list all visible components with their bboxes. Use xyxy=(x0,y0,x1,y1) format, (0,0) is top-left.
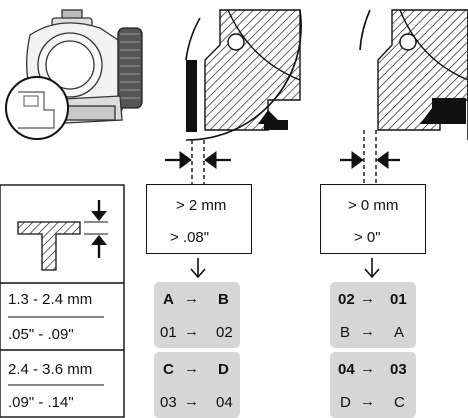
group-right-1-from: 02 xyxy=(338,291,355,308)
spec-right-inch: > 0" xyxy=(354,229,381,246)
group-left-2-bottom-from: 03 xyxy=(160,394,177,411)
group-right-2-to: 03 xyxy=(390,361,407,378)
detail-view-right-icon xyxy=(359,9,468,140)
gap-arrows-icon xyxy=(165,140,231,185)
spec-left-mm: > 2 mm xyxy=(176,197,227,214)
group-right-1-to: 01 xyxy=(390,291,407,308)
group-right-1-arrow: → xyxy=(360,290,375,307)
group-left-1-bottom-to: 02 xyxy=(216,324,233,341)
group-left-2-from: C xyxy=(163,361,174,378)
hatched-profile-icon xyxy=(17,200,108,271)
group-left-1-from: A xyxy=(163,291,174,308)
group-right-1-bottom-arrow: → xyxy=(360,323,375,340)
group-right-1-bottom-from: B xyxy=(340,324,351,341)
spec-right-mm: > 0 mm xyxy=(348,197,399,214)
group-right-2-bottom-from: D xyxy=(340,394,351,411)
gap-arrows-icon xyxy=(340,130,400,185)
down-arrow-icon xyxy=(190,258,206,279)
detail-circle-icon xyxy=(5,76,69,140)
table-row-2-mm: 2.4 - 3.6 mm xyxy=(8,361,93,378)
group-left-2 xyxy=(154,352,240,418)
optic-device-icon xyxy=(26,9,143,125)
down-arrow-icon xyxy=(364,258,380,279)
group-right-1-bottom-to: A xyxy=(394,324,405,341)
group-right-1 xyxy=(330,282,416,348)
spec-box-right xyxy=(320,184,426,254)
group-left-1-arrow: → xyxy=(184,290,199,307)
spec-left-inch: > .08" xyxy=(170,229,210,246)
group-left-1 xyxy=(154,282,240,348)
table-row-2-inch: .09" - .14" xyxy=(8,394,74,411)
group-left-1-bottom-arrow: → xyxy=(184,323,199,340)
group-left-2-arrow: → xyxy=(184,360,199,377)
table-row-1-mm: 1.3 - 2.4 mm xyxy=(8,291,93,308)
group-left-1-to: B xyxy=(218,291,229,308)
gap-table xyxy=(0,184,125,418)
group-right-2 xyxy=(330,352,416,418)
group-right-2-arrow: → xyxy=(360,360,375,377)
spec-box-left xyxy=(146,184,252,254)
detail-view-left-icon xyxy=(185,9,302,141)
group-right-2-from: 04 xyxy=(338,361,355,378)
group-left-1-bottom-from: 01 xyxy=(160,324,177,341)
group-left-2-bottom-arrow: → xyxy=(184,393,199,410)
group-right-2-bottom-arrow: → xyxy=(360,393,375,410)
group-left-2-bottom-to: 04 xyxy=(216,394,233,411)
table-row-1-inch: .05" - .09" xyxy=(8,326,74,343)
group-left-2-to: D xyxy=(218,361,229,378)
group-right-2-bottom-to: C xyxy=(394,394,405,411)
